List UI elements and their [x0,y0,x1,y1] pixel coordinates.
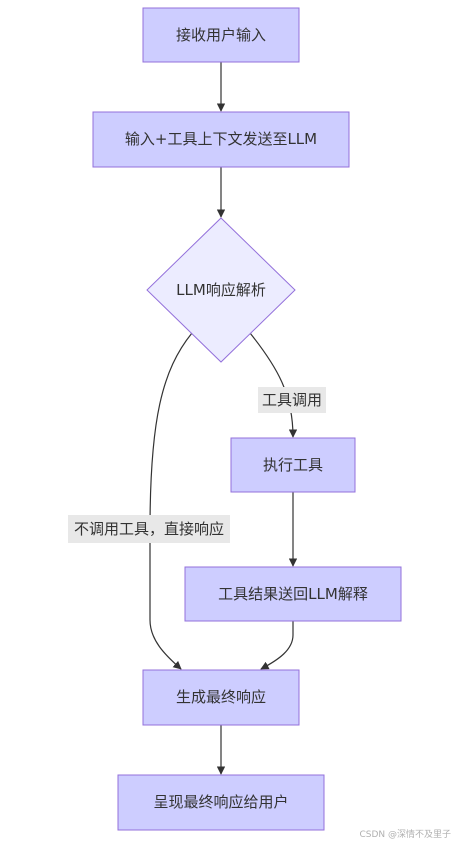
watermark: CSDN @深情不及里子 [359,830,451,840]
node-execute-tool: 执行工具 [230,437,356,493]
node-send-to-llm-label: 输入+工具上下文发送至LLM [125,130,317,148]
edge-label-no-tool: 不调用工具，直接响应 [68,515,230,543]
node-receive-input: 接收用户输入 [142,7,300,63]
edge-label-call-tool: 工具调用 [258,387,326,413]
edge-parse-to-execute [249,332,298,438]
edge-label-no-tool-text: 不调用工具，直接响应 [74,520,224,538]
edge-parse-to-final [149,332,193,670]
node-generate-final: 生成最终响应 [142,669,300,726]
node-parse-response-label: LLM响应解析 [176,281,266,299]
node-send-result-back-label: 工具结果送回LLM解释 [218,585,368,603]
node-receive-input-label: 接收用户输入 [176,26,266,44]
edge-result-to-final [260,621,294,670]
edge-label-call-tool-text: 工具调用 [262,391,322,409]
node-present-to-user: 呈现最终响应给用户 [117,774,325,831]
node-send-to-llm: 输入+工具上下文发送至LLM [92,111,350,168]
node-parse-response: LLM响应解析 [146,217,296,363]
node-present-to-user-label: 呈现最终响应给用户 [153,793,288,811]
node-execute-tool-label: 执行工具 [263,456,323,474]
node-generate-final-label: 生成最终响应 [176,688,266,706]
node-send-result-back: 工具结果送回LLM解释 [184,566,402,622]
